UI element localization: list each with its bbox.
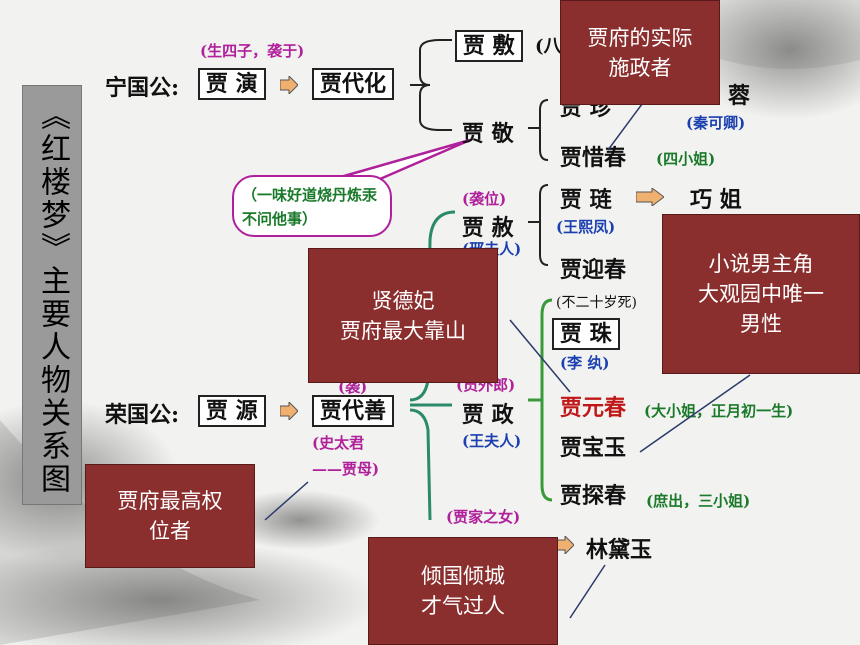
jia-jing: 贾 敬	[462, 121, 514, 147]
daughter-note: (贾家之女)	[446, 508, 521, 526]
wang-furen: (王夫人)	[462, 432, 522, 450]
callout-daiyu-text: 倾国倾城 才气过人	[421, 564, 505, 618]
jia-rong-tail: 蓉	[728, 83, 751, 109]
jia-zheng: 贾 政	[462, 402, 514, 428]
jiamu-note: (史太君 ——贾母)	[312, 434, 380, 478]
jia-jing-bubble: （一味好道烧丹炼汞不问他事）	[232, 175, 392, 237]
callout-baoyu-text: 小说男主角 大观园中唯一 男性	[698, 252, 824, 336]
rongguo-label: 荣国公:	[105, 402, 180, 428]
title-banner: 《红楼梦》主要人物关系图	[22, 85, 82, 505]
tanchun-note: (庶出，三小姐)	[646, 492, 751, 510]
jia-zhu: 贾 珠	[552, 318, 620, 350]
qin-keqing: (秦可卿)	[686, 114, 746, 132]
jia-yan: 贾 演	[198, 68, 266, 100]
callout-yuanchun: 贤德妃 贾府最大靠山	[308, 248, 498, 383]
jia-xichun: 贾惜春	[560, 145, 627, 171]
arrow-icon	[636, 188, 664, 206]
li-wan: (李 纨)	[560, 354, 610, 372]
callout-jiamu-text: 贾府最高权 位者	[117, 489, 223, 543]
jia-tanchun: 贾探春	[560, 483, 627, 509]
jia-daishan: 贾代善	[312, 395, 395, 427]
qiaojie: 巧 姐	[690, 187, 742, 213]
callout-yuanchun-text: 贤德妃 贾府最大靠山	[340, 288, 466, 343]
jia-yingchun: 贾迎春	[560, 257, 627, 283]
jia-baoyu: 贾宝玉	[560, 435, 627, 461]
arrow-icon	[280, 402, 298, 420]
callout-jiazhen-text: 贾府的实际 施政者	[587, 25, 693, 80]
callout-daiyu: 倾国倾城 才气过人	[368, 537, 558, 645]
wang-xifeng: (王熙凤)	[556, 218, 616, 236]
callout-baoyu: 小说男主角 大观园中唯一 男性	[662, 214, 860, 374]
jia-lian: 贾 琏	[560, 187, 612, 213]
page-title: 《红楼梦》主要人物关系图	[35, 100, 70, 496]
arrow-icon	[280, 76, 298, 94]
ningguo-label: 宁国公:	[105, 75, 180, 101]
callout-jiazhen: 贾府的实际 施政者	[560, 0, 720, 105]
jia-yuanchun: 贾元春	[560, 395, 627, 421]
jia-yuan: 贾 源	[198, 395, 266, 427]
callout-jiamu: 贾府最高权 位者	[85, 464, 255, 568]
she-note: (袭位)	[462, 190, 507, 208]
yuanchun-note: (大小姐，正月初一生)	[644, 402, 794, 420]
lin-daiyu: 林黛玉	[586, 537, 653, 563]
jia-she: 贾 赦	[462, 215, 514, 241]
ningguo-note: (生四子，袭于)	[200, 42, 305, 60]
zhu-note: (不二十岁死)	[556, 295, 637, 311]
jia-fu-suffix: (八	[535, 36, 562, 57]
xichun-note: (四小姐)	[656, 150, 716, 168]
jia-daihua: 贾代化	[312, 68, 395, 100]
jia-fu: 贾 敷	[455, 30, 523, 62]
